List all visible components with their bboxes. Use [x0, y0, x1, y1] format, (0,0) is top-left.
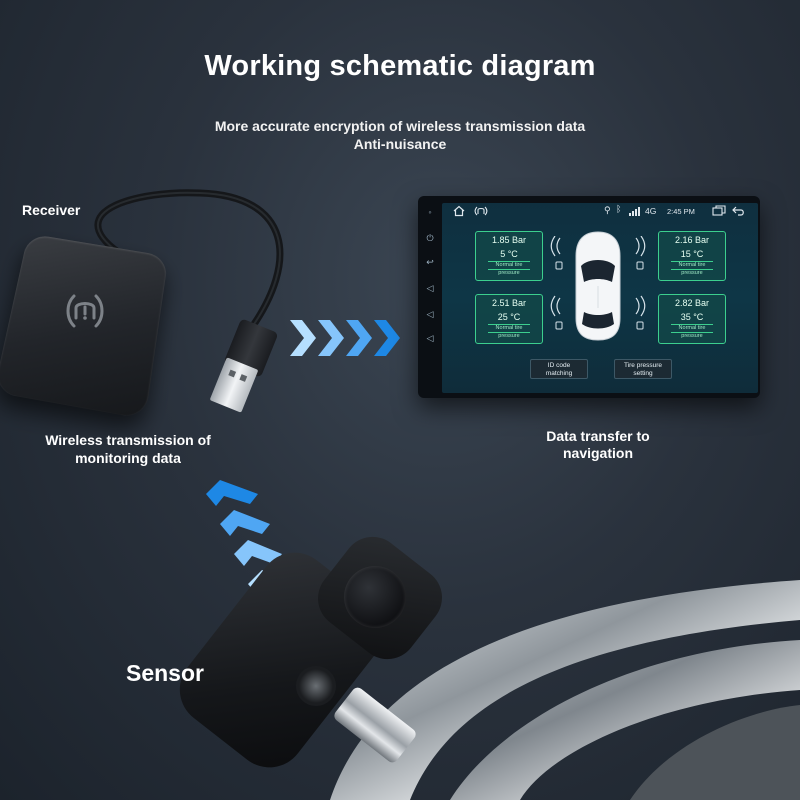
back-icon[interactable] — [732, 205, 746, 217]
tire-pressure: 2.82 Bar — [674, 298, 710, 308]
tire-card-front-right[interactable]: 2.16 Bar 15 °C Normal tire pressure — [658, 231, 726, 281]
back-side-icon[interactable]: ↩ — [426, 257, 434, 267]
right-chevron-icon — [374, 320, 400, 356]
right-chevron-icon — [318, 320, 344, 356]
transfer-label-line-1: Data transfer to — [546, 428, 650, 444]
tire-temperature: 25 °C — [497, 312, 521, 322]
tire-card-front-left[interactable]: 1.85 Bar 5 °C Normal tire pressure — [475, 231, 543, 281]
subtitle-line-2: Anti-nuisance — [353, 136, 447, 152]
up-chevron-icon — [234, 540, 282, 566]
up-chevron-icon — [206, 480, 258, 506]
location-icon: ⚲ — [604, 205, 611, 215]
tire-status: pressure — [671, 269, 713, 276]
diagram-title: Working schematic diagram — [204, 50, 596, 82]
power-icon[interactable]: ⏻ — [426, 233, 434, 243]
tire-status: Normal tire — [488, 324, 530, 331]
button-label: Tire pressure — [623, 362, 663, 369]
button-label: setting — [633, 370, 653, 377]
tire-pressure: 2.51 Bar — [491, 298, 527, 308]
tire-card-rear-right[interactable]: 2.82 Bar 35 °C Normal tire pressure — [658, 294, 726, 344]
sensor-cap — [344, 566, 406, 628]
bluetooth-icon: ᛒ — [616, 204, 622, 214]
signal-icon — [629, 207, 640, 216]
subtitle-line-1: More accurate encryption of wireless tra… — [214, 118, 586, 134]
wheel-rim — [330, 580, 800, 800]
tire-temperature: 5 °C — [500, 249, 518, 259]
speaker-icon[interactable]: ◁ — [426, 333, 434, 343]
volume-up-icon[interactable]: ◁ — [426, 283, 434, 293]
tire-status: pressure — [488, 332, 530, 339]
wireless-label-line-2: monitoring data — [75, 450, 181, 466]
transfer-label-line-2: navigation — [562, 445, 633, 461]
receiver-label: Receiver — [22, 202, 81, 218]
volume-down-icon[interactable]: ◁ — [426, 309, 434, 319]
tire-temperature: 15 °C — [680, 249, 704, 259]
up-chevron-icon — [220, 510, 270, 536]
button-label: matching — [545, 370, 573, 377]
tire-status: Normal tire — [488, 261, 530, 268]
clock: 2:45 PM — [667, 207, 695, 216]
tpms-status-icon[interactable] — [474, 205, 488, 217]
tire-status: pressure — [488, 269, 530, 276]
wireless-wave-icon — [635, 236, 646, 330]
tire-temperature: 35 °C — [680, 312, 704, 322]
sensor-screw — [296, 666, 336, 706]
wireless-label-line-1: Wireless transmission of — [45, 432, 211, 448]
id-code-matching-button[interactable]: ID code matching — [530, 359, 588, 379]
tpms-icon — [66, 294, 104, 328]
car-top-view — [575, 231, 621, 341]
tire-pressure-setting-button[interactable]: Tire pressure setting — [614, 359, 672, 379]
button-label: ID code — [547, 362, 571, 369]
sensor-label: Sensor — [126, 660, 204, 686]
right-chevron-icon — [290, 320, 316, 356]
tire-status: Normal tire — [671, 261, 713, 268]
wireless-wave-icon — [550, 236, 563, 330]
tire-pressure: 1.85 Bar — [491, 235, 527, 245]
window-icon[interactable] — [712, 205, 726, 217]
tire-pressure: 2.16 Bar — [674, 235, 710, 245]
network-status: 4G — [645, 206, 657, 216]
transfer-arrows — [290, 320, 400, 356]
tire-status: pressure — [671, 332, 713, 339]
tire-status: Normal tire — [671, 324, 713, 331]
home-icon[interactable] — [452, 205, 466, 217]
right-chevron-icon — [346, 320, 372, 356]
tire-card-rear-left[interactable]: 2.51 Bar 25 °C Normal tire pressure — [475, 294, 543, 344]
side-label-mic: ◦ — [428, 207, 432, 217]
